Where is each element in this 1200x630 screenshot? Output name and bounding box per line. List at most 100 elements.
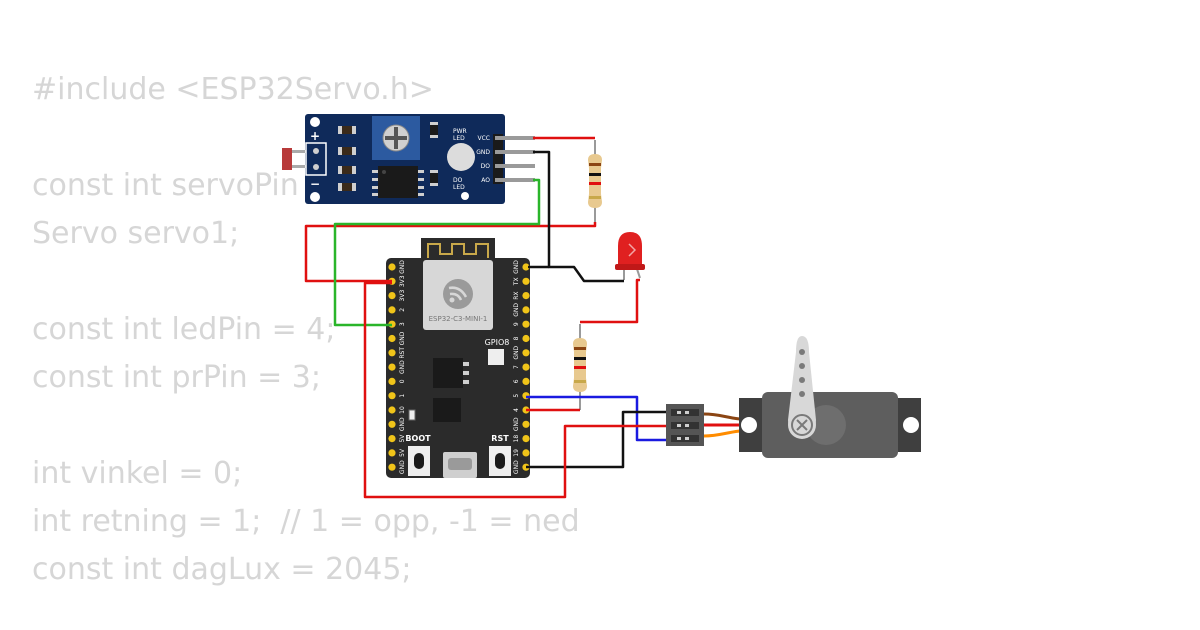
- right-pin-label: 19: [513, 449, 520, 457]
- right-pin[interactable]: [522, 263, 530, 271]
- right-pin-label: RX: [513, 291, 520, 299]
- left-pin[interactable]: [388, 306, 396, 314]
- right-pin-label: 8: [513, 336, 520, 340]
- left-pin[interactable]: [388, 435, 396, 443]
- right-pin[interactable]: [522, 334, 530, 343]
- servo-connector: [666, 404, 704, 446]
- sensor-header-pins[interactable]: [493, 134, 535, 184]
- left-pin-label: 1: [399, 394, 406, 398]
- sensor-pin-label-ao: AO: [481, 177, 490, 184]
- right-pin-label: 9: [513, 322, 520, 326]
- smd-led-icon: [430, 122, 438, 186]
- sensor-plus-label: +: [310, 129, 320, 143]
- right-pin-label: 5: [513, 394, 520, 398]
- code-line: Servo servo1;: [32, 216, 240, 251]
- left-pin-label: 3: [399, 322, 406, 326]
- sensor-mounting-hole: [310, 192, 320, 202]
- code-line: const int ledPin = 4;: [32, 312, 336, 347]
- left-pin-label: 5V: [399, 448, 406, 457]
- right-pin-label: GND: [513, 417, 520, 431]
- left-pin[interactable]: [388, 292, 396, 300]
- esp32-c3-devboard[interactable]: ESP32-C3-MINI-1 GPIO8 BOOT RST GND3V33V3…: [386, 238, 530, 478]
- wire-gnd-sensor[interactable]: [533, 150, 624, 283]
- right-pin[interactable]: [522, 292, 530, 300]
- wire-servo-power[interactable]: [363, 281, 668, 499]
- right-pin-label: 18: [513, 435, 520, 443]
- gpio8-led-icon: [488, 349, 504, 365]
- voltage-regulator-icon: [433, 358, 463, 388]
- left-pin-label: GND: [399, 460, 406, 474]
- right-pin-label: GND: [513, 260, 520, 274]
- left-pin-label: 5V: [399, 434, 406, 443]
- left-pin-label: 2: [399, 308, 406, 312]
- right-pin-label: GND: [513, 303, 520, 317]
- left-pin[interactable]: [388, 449, 396, 457]
- right-pin-label: 7: [513, 365, 520, 369]
- indicator-led-icon: [447, 143, 475, 171]
- photoresistor-icon: [282, 148, 292, 170]
- smd-resistor-icon: [338, 126, 356, 191]
- code-listing: #include <ESP32Servo.h> const int servoPi…: [32, 66, 580, 594]
- left-pin-label: 10: [399, 406, 406, 414]
- right-pin-label: 6: [513, 379, 520, 383]
- right-pin[interactable]: [522, 320, 530, 328]
- left-pin[interactable]: [388, 349, 396, 357]
- code-line: int vinkel = 0;: [32, 456, 243, 491]
- sensor-pin-label-do: DO: [481, 163, 491, 170]
- right-pin-label: GND: [513, 346, 520, 360]
- right-pin[interactable]: [522, 435, 530, 443]
- module-label: ESP32-C3-MINI-1: [429, 315, 488, 323]
- left-pin[interactable]: [388, 420, 396, 428]
- code-line: const int dagLux = 2045;: [32, 552, 412, 587]
- servo-motor[interactable]: [666, 336, 921, 458]
- wires: [304, 136, 668, 499]
- right-pin[interactable]: [522, 420, 530, 428]
- left-pin[interactable]: [388, 363, 396, 371]
- wire-servo-gnd[interactable]: [526, 410, 668, 469]
- right-pin-label: 4: [513, 408, 520, 412]
- right-pin[interactable]: [522, 363, 530, 371]
- photoresistor-sensor-module[interactable]: + −: [282, 114, 535, 204]
- right-pin-label: TX: [513, 277, 520, 286]
- left-pin-label: 3V3: [399, 290, 406, 302]
- left-pin-label: GND: [399, 417, 406, 431]
- red-led[interactable]: [615, 232, 645, 280]
- right-pin[interactable]: [522, 449, 530, 457]
- wire-ao-signal[interactable]: [333, 178, 541, 327]
- resistor-top[interactable]: [588, 140, 602, 224]
- code-line: int retning = 1; // 1 = opp, -1 = ned: [32, 504, 580, 539]
- left-pin-label: GND: [399, 360, 406, 374]
- right-pin[interactable]: [522, 306, 530, 314]
- usb-bridge-chip-icon: [433, 398, 461, 422]
- rst-label: RST: [491, 434, 509, 443]
- sensor-minus-label: −: [310, 177, 320, 191]
- potentiometer-icon: [372, 116, 420, 160]
- right-pin[interactable]: [522, 349, 530, 357]
- left-pin[interactable]: [388, 392, 396, 400]
- code-line: #include <ESP32Servo.h>: [32, 72, 434, 107]
- left-pin-label: GND: [399, 260, 406, 274]
- sensor-pin-label-gnd: GND: [476, 149, 490, 156]
- antenna-icon: [427, 243, 489, 258]
- resistor-bottom[interactable]: [573, 324, 587, 410]
- code-line: const int servoPin: [32, 168, 299, 203]
- espressif-logo-icon: [443, 279, 473, 309]
- left-pin[interactable]: [388, 377, 396, 385]
- left-pin[interactable]: [388, 263, 396, 271]
- sensor-mounting-hole: [310, 117, 320, 127]
- left-pin-label: 0: [399, 379, 406, 383]
- right-pin[interactable]: [522, 277, 530, 285]
- right-pin[interactable]: [522, 377, 530, 385]
- left-pin[interactable]: [388, 406, 396, 414]
- code-line: const int prPin = 3;: [32, 360, 321, 395]
- comparator-chip-icon: [372, 166, 424, 198]
- wire-servo-signal[interactable]: [526, 395, 668, 442]
- left-pin-label: GND: [399, 331, 406, 345]
- left-pin[interactable]: [388, 463, 396, 471]
- left-pin[interactable]: [388, 334, 396, 343]
- wire-led-anode[interactable]: [580, 278, 640, 324]
